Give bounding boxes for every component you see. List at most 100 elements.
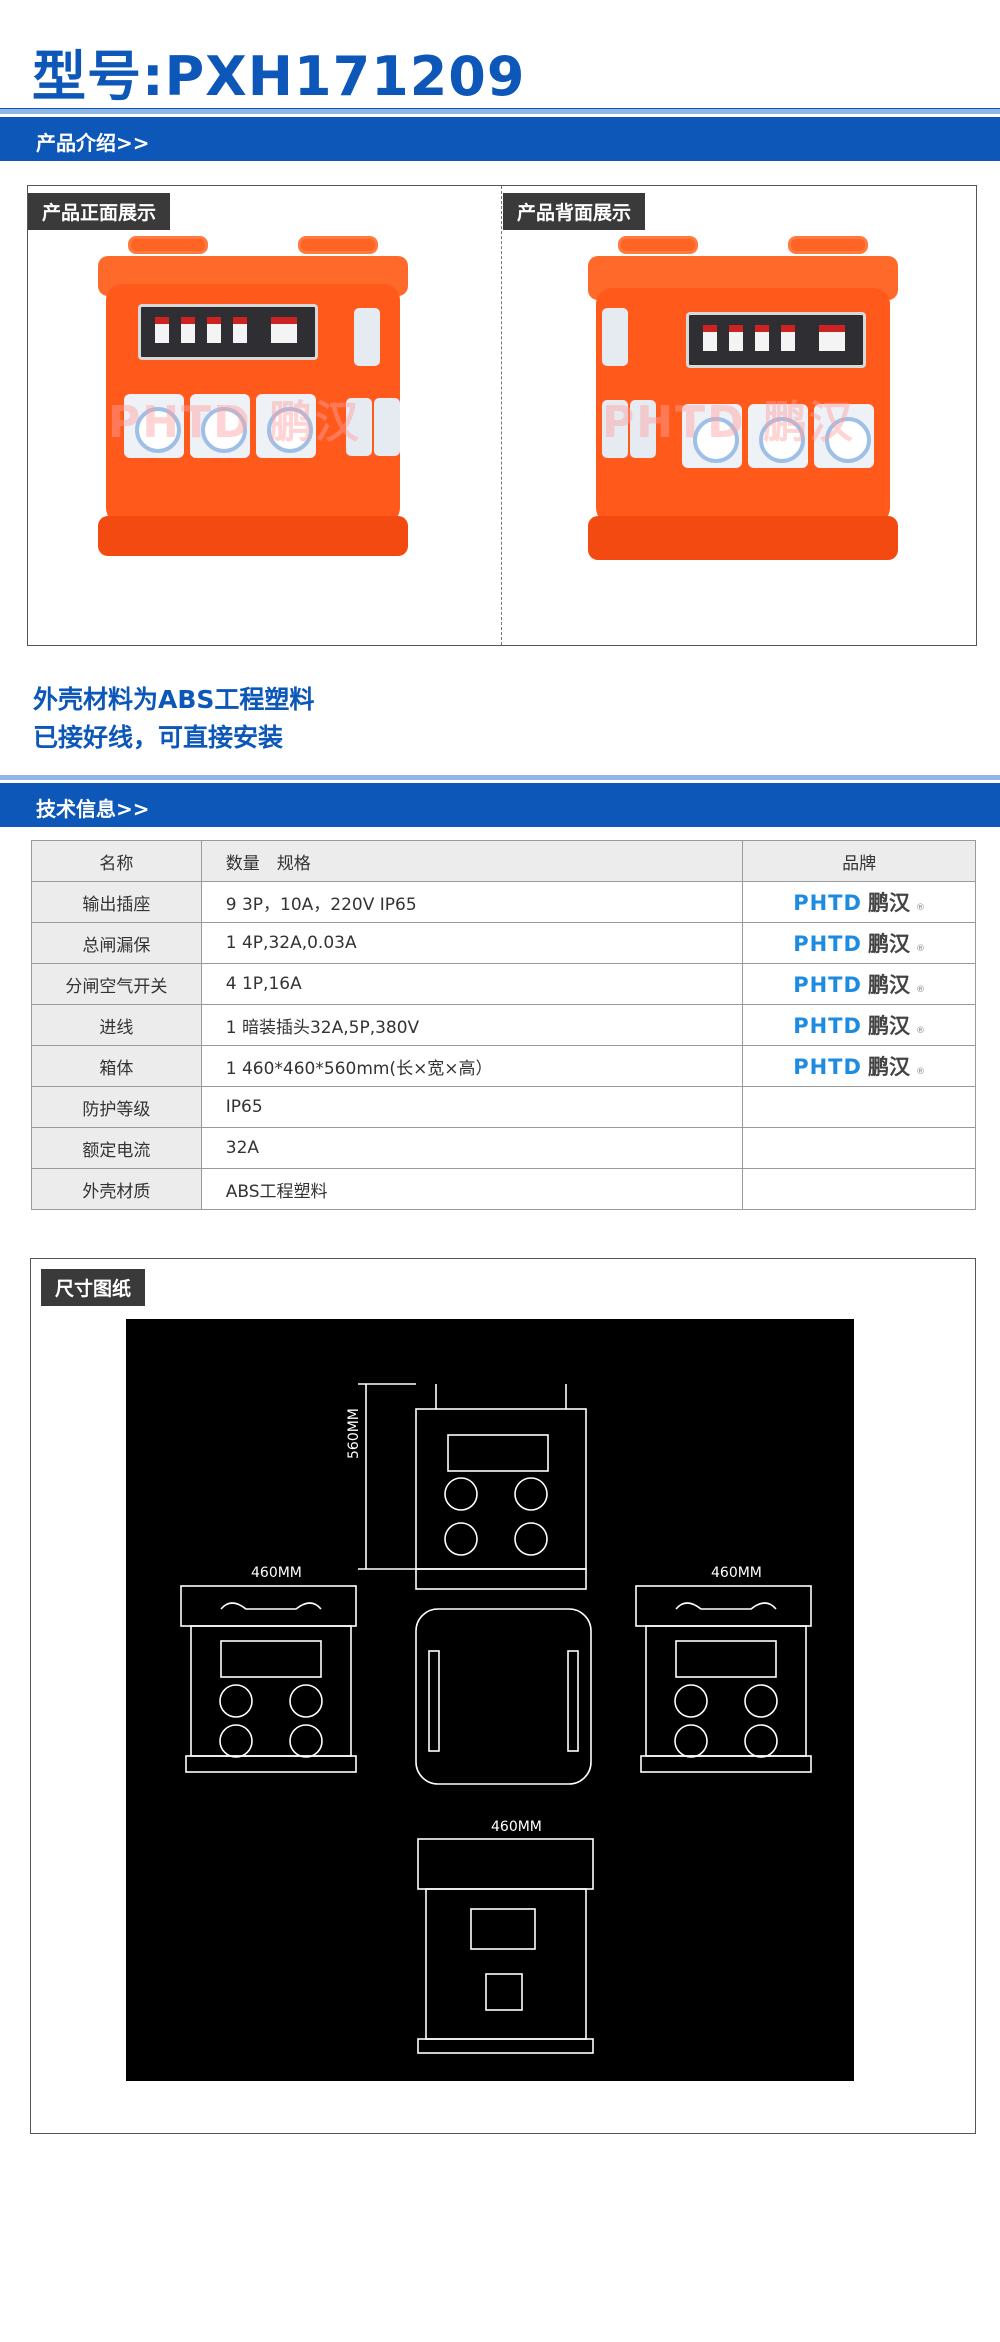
product-views-frame: 产品正面展示 产品背面展示 PHTD 鹏汉 xyxy=(27,185,977,646)
row-spec: 32A xyxy=(200,1127,744,1169)
box-body xyxy=(106,284,400,524)
brand-registered-mark: ® xyxy=(915,1067,925,1077)
watermark-en: PHTD xyxy=(602,397,746,448)
box-base xyxy=(588,516,898,560)
brand-logo-en: PHTD xyxy=(793,973,862,997)
row-name: 输出插座 xyxy=(31,881,202,923)
dimension-drawing-label: 尺寸图纸 xyxy=(41,1269,146,1306)
brand-logo-en: PHTD xyxy=(793,1014,862,1038)
breaker xyxy=(155,317,169,343)
side-socket xyxy=(602,400,628,458)
row-name: 箱体 xyxy=(31,1045,202,1087)
box-body xyxy=(596,288,890,524)
row-spec: 1 460*460*560mm(长×宽×高） xyxy=(200,1045,744,1087)
socket xyxy=(748,404,808,468)
model-title: 型号:PXH171209 xyxy=(32,45,526,108)
table-header-row: 名称 数量 规格 品牌 xyxy=(31,840,976,882)
brand-logo-en: PHTD xyxy=(793,891,862,915)
row-spec: 4 1P,16A xyxy=(200,963,744,1005)
row-spec: 9 3P，10A，220V IP65 xyxy=(200,881,744,923)
main-breaker xyxy=(819,325,845,351)
row-brand xyxy=(742,1086,976,1128)
header-name: 名称 xyxy=(31,840,202,882)
brand-logo-cn: 鹏汉 xyxy=(867,1014,910,1038)
cad-drawing xyxy=(180,1383,812,2054)
front-view-label: 产品正面展示 xyxy=(28,193,171,230)
box-base xyxy=(98,516,408,556)
width-dimension-label-left: 460MM xyxy=(251,1565,302,1581)
row-name: 外壳材质 xyxy=(31,1168,202,1210)
row-name: 进线 xyxy=(31,1004,202,1046)
breaker xyxy=(207,317,221,343)
row-brand xyxy=(742,1127,976,1169)
breaker xyxy=(233,317,247,343)
handle-right xyxy=(298,236,378,254)
side-socket xyxy=(630,400,656,458)
width-dimension-label-bottom: 460MM xyxy=(491,1819,542,1835)
front-product-image: PHTD 鹏汉 xyxy=(98,236,418,596)
row-spec: 1 4P,32A,0.03A xyxy=(200,922,744,964)
row-name: 防护等级 xyxy=(31,1086,202,1128)
watermark-cn: 鹏汉 xyxy=(268,397,361,448)
back-view-label: 产品背面展示 xyxy=(503,193,646,230)
brand-logo-cn: 鹏汉 xyxy=(867,932,910,956)
section-bar-tech: 技术信息>> xyxy=(0,775,1000,827)
breaker xyxy=(703,325,717,351)
brand-logo-en: PHTD xyxy=(793,932,862,956)
brand-logo-cn: 鹏汉 xyxy=(867,1055,910,1079)
brand-registered-mark: ® xyxy=(915,985,925,995)
row-spec: ABS工程塑料 xyxy=(200,1168,744,1210)
main-breaker xyxy=(271,317,297,343)
handle-left xyxy=(128,236,208,254)
row-spec: IP65 xyxy=(200,1086,744,1128)
breaker-panel xyxy=(686,312,866,368)
section-accent xyxy=(0,109,1000,114)
row-name: 总闸漏保 xyxy=(31,922,202,964)
side-socket xyxy=(354,308,380,366)
header-spec: 数量 规格 xyxy=(200,840,744,882)
watermark-en: PHTD xyxy=(108,397,252,448)
section-title-tech: 技术信息>> xyxy=(36,797,150,821)
socket xyxy=(256,394,316,458)
row-brand xyxy=(742,1168,976,1210)
brand-logo-cn: 鹏汉 xyxy=(867,973,910,997)
watermark-cn: 鹏汉 xyxy=(762,397,855,448)
side-socket xyxy=(346,398,372,456)
brand-logo-cn: 鹏汉 xyxy=(867,891,910,915)
handle-right xyxy=(788,236,868,254)
height-dimension-label: 560MM xyxy=(346,1408,362,1459)
brand-registered-mark: ® xyxy=(915,903,925,913)
width-dimension-label-right: 460MM xyxy=(711,1565,762,1581)
watermark-logo: PHTD 鹏汉 xyxy=(602,386,855,450)
section-bar-intro: 产品介绍>> xyxy=(0,109,1000,161)
feature-material: 外壳材料为ABS工程塑料 xyxy=(33,685,315,714)
breaker-panel xyxy=(138,304,318,360)
brand-registered-mark: ® xyxy=(915,944,925,954)
header-brand: 品牌 xyxy=(742,840,976,882)
feature-prewired: 已接好线，可直接安装 xyxy=(33,723,284,752)
section-title-intro: 产品介绍>> xyxy=(36,131,150,155)
breaker xyxy=(729,325,743,351)
back-product-image: PHTD 鹏汉 xyxy=(588,236,908,596)
handle-left xyxy=(618,236,698,254)
row-name: 分闸空气开关 xyxy=(31,963,202,1005)
row-spec: 1 暗装插头32A,5P,380V xyxy=(200,1004,744,1046)
socket xyxy=(814,404,874,468)
